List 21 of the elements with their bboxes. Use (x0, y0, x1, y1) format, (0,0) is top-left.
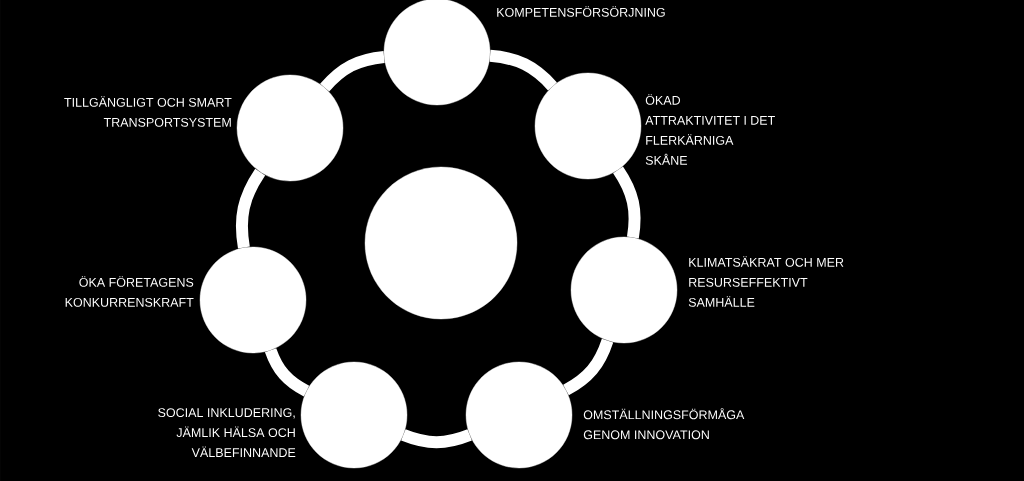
circle (534, 72, 642, 180)
ring-segment (613, 166, 641, 239)
ring-segment (320, 51, 385, 92)
node-caption: ÖKA FÖRETAGENS KONKURRENSKRAFT (65, 276, 194, 307)
circle (300, 361, 408, 469)
node-caption: SOCIAL INKLUDERING, JÄMLIK HÄLSA OCH VÄLBEFINNANDE (158, 408, 296, 457)
node-caption: TILLGÄNGLIGT OCH SMART TRANSPORTSYSTEM (64, 96, 232, 127)
ring-segment (563, 338, 614, 396)
node-caption: OMSTÄLLNINGSFÖRMÅGA GENOM INNOVATION (583, 408, 745, 440)
ring-segment (235, 168, 266, 249)
node-caption: KLIMATSÄKRAT OCH MER RESURSEFFEKTIVT SAMHÄLLE (688, 256, 844, 307)
node-caption: KOMPETENSFÖRSÖRJNING (497, 6, 665, 17)
circle (364, 166, 518, 320)
ring-segment (401, 429, 472, 449)
circle (236, 74, 344, 182)
node-caption: ÖKAD ATTRAKTIVITET I DET FLERKÄRNIGA SKÅNE (645, 94, 775, 165)
ring-segment (264, 348, 310, 397)
circle (570, 236, 678, 344)
circle (199, 246, 307, 354)
ring-segment (489, 49, 557, 91)
circle (465, 361, 573, 469)
